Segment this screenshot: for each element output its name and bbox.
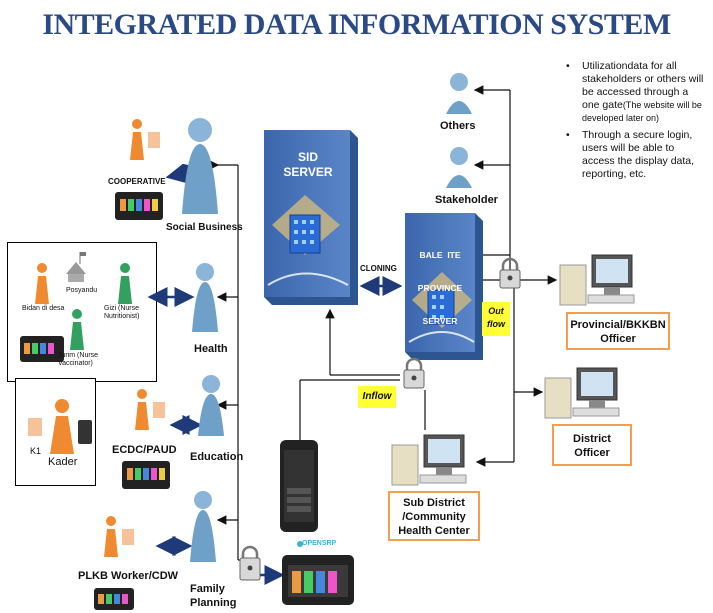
opensrp-label: OPENSRP: [302, 540, 337, 547]
social-business-label: Social Business: [166, 222, 243, 233]
gizi-worker-icon: [118, 263, 132, 304]
others-label: Others: [440, 120, 476, 132]
subdistrict-box: Sub District /Community Health Center: [388, 491, 480, 541]
sid-server: [264, 130, 358, 305]
family-planning-label: Family Planning: [190, 583, 237, 609]
ecdc-tablet-icon: [122, 461, 170, 489]
ecdc-label: ECDC/PAUD: [112, 444, 177, 456]
health-tablet-icon: [20, 336, 64, 362]
province-server-label: BALE ITE PROVINCE SERVER: [417, 250, 463, 326]
inflow-label: Inflow: [358, 386, 396, 408]
posyandu-label: Posyandu: [66, 287, 98, 294]
education-person-icon: [198, 375, 224, 436]
others-person-icon: [446, 73, 472, 114]
plkb-label: PLKB Worker/CDW: [78, 570, 179, 582]
phone-icon: [280, 440, 318, 532]
outflow-label: Out flow: [482, 302, 510, 336]
k1-doc-icon: [28, 418, 42, 436]
ecdc-worker-icon: [135, 389, 165, 430]
district-officer-box: District Officer: [552, 424, 632, 466]
page-title: INTEGRATED DATA INFORMATION SYSTEM: [42, 8, 671, 41]
health-label: Health: [194, 343, 228, 355]
sid-server-label: SID SERVER: [283, 150, 333, 179]
health-group-box: [7, 242, 157, 382]
plkb-worker-icon: [104, 516, 134, 557]
province-server: [405, 213, 483, 360]
gizi-label: Gizi (Nurse Nutritionist): [104, 305, 140, 320]
lock-icon-province: [499, 257, 521, 289]
cooperative-label: COOPERATIVE: [108, 177, 166, 186]
subdistrict-computer-icon: [391, 434, 467, 486]
lock-icon-bottom: [239, 545, 261, 581]
opensrp-logo-icon: [297, 541, 303, 547]
cooperative-tablet-icon: [115, 192, 163, 220]
big-tablet-icon: [282, 555, 354, 605]
provincial-computer-icon: [559, 254, 635, 306]
district-computer-icon: [544, 367, 620, 419]
notes-list: • Utilizationdata for all stakeholders o…: [566, 60, 706, 181]
education-label: Education: [190, 451, 244, 463]
stakeholder-label: Stakeholder: [435, 194, 498, 206]
plkb-tablet-icon: [94, 588, 134, 610]
cloning-label: CLONING: [360, 264, 397, 273]
note-item: • Through a secure login, users will be …: [566, 129, 695, 180]
bidan-label: Bidan di desa: [22, 305, 65, 312]
jurim-label: Jurim (Nurse Vaccinator): [58, 352, 99, 367]
family-planning-person-icon: [190, 491, 216, 562]
posyandu-icon: [66, 252, 86, 282]
stakeholder-person-icon: [446, 147, 472, 188]
note-item: • Utilizationdata for all stakeholders o…: [566, 60, 704, 123]
jurim-worker-icon: [70, 309, 84, 350]
health-person-icon: [192, 263, 218, 332]
lock-icon-inflow: [403, 357, 425, 389]
cooperative-worker-icon: [130, 119, 160, 160]
provincial-officer-box: Provincial/BKKBN Officer: [566, 312, 670, 350]
k1-label: K1: [30, 446, 42, 456]
bidan-worker-icon: [35, 263, 49, 304]
kader-label: Kader: [48, 456, 78, 468]
social-business-person-icon: [182, 118, 218, 214]
kader-worker-icon: [50, 399, 92, 454]
